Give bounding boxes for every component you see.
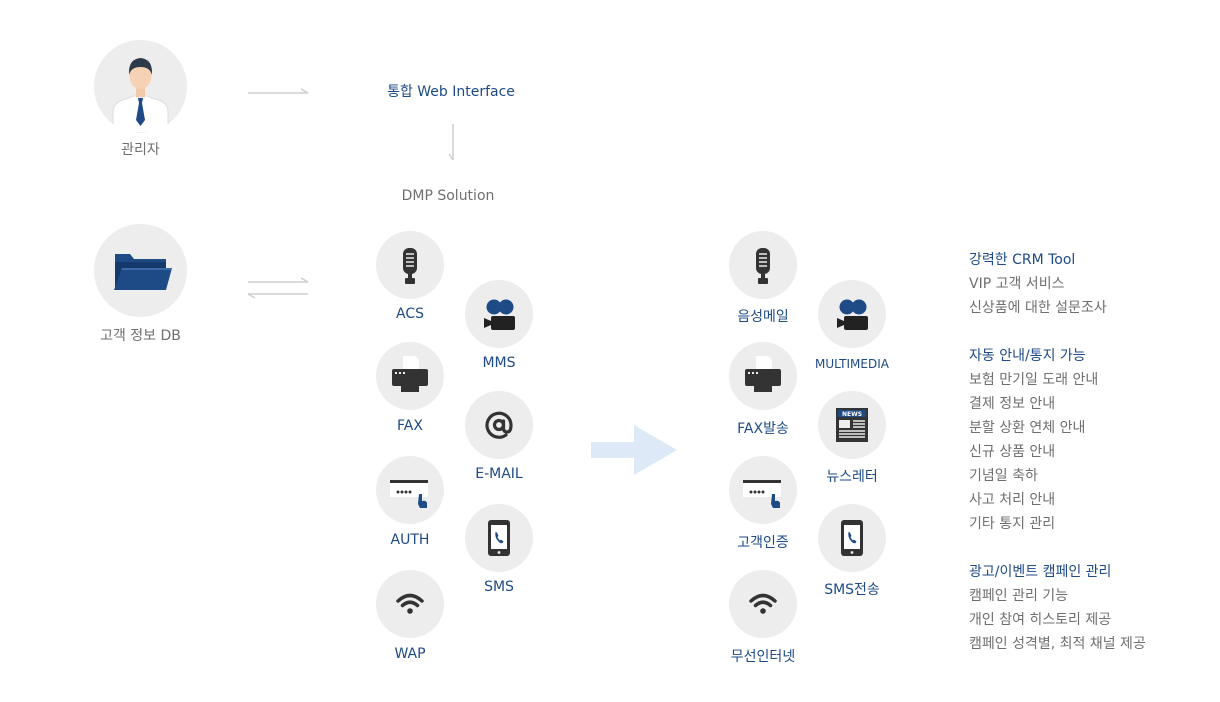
feature-item: 기타 통지 관리 bbox=[969, 516, 1056, 532]
acs-label: ACS bbox=[396, 306, 424, 322]
acs-icon-circle bbox=[376, 231, 444, 299]
fax-label: FAX bbox=[397, 418, 423, 434]
fax-send-icon-circle bbox=[729, 342, 797, 410]
feature-item: 분할 상환 연체 안내 bbox=[969, 420, 1086, 436]
customer-auth-label: 고객인증 bbox=[737, 535, 789, 551]
newspaper-icon: NEWS bbox=[836, 408, 868, 442]
video-camera-icon bbox=[484, 299, 515, 330]
admin-avatar bbox=[94, 40, 187, 133]
multimedia-icon-circle bbox=[818, 280, 886, 348]
sms-icon-circle bbox=[465, 504, 533, 572]
feature-item: 기념일 축하 bbox=[969, 468, 1038, 484]
wifi-icon bbox=[749, 593, 777, 614]
web-interface-title: 통합 Web Interface bbox=[387, 84, 515, 100]
feature-item: 결제 정보 안내 bbox=[969, 396, 1056, 412]
password-icon bbox=[390, 480, 428, 508]
feature-group-title: 광고/이벤트 캠페인 관리 bbox=[969, 564, 1112, 580]
newsletter-icon-circle: NEWS bbox=[818, 391, 886, 459]
mms-label: MMS bbox=[482, 355, 516, 371]
feature-group-notification: 자동 안내/통지 가능 보험 만기일 도래 안내 결제 정보 안내 분할 상환 … bbox=[969, 344, 1209, 536]
microphone-icon bbox=[756, 248, 770, 284]
video-camera-icon bbox=[837, 299, 868, 330]
feature-item: 캠페인 관리 기능 bbox=[969, 588, 1069, 604]
fax-send-label: FAX발송 bbox=[737, 421, 789, 437]
folder-icon bbox=[114, 254, 172, 290]
admin-to-web-arrow-icon bbox=[248, 88, 309, 94]
sms-send-icon-circle bbox=[818, 504, 886, 572]
feature-group-campaign: 광고/이벤트 캠페인 관리 캠페인 관리 기능 개인 참여 히스토리 제공 캠페… bbox=[969, 560, 1209, 656]
fax-icon bbox=[392, 356, 428, 392]
auth-label: AUTH bbox=[390, 532, 430, 548]
sms-label: SMS bbox=[484, 579, 514, 595]
customer-db-icon-circle bbox=[94, 224, 187, 317]
email-icon-circle bbox=[465, 391, 533, 459]
voicemail-label: 음성메일 bbox=[737, 309, 789, 325]
admin-label: 관리자 bbox=[121, 142, 160, 158]
wireless-internet-icon-circle bbox=[729, 570, 797, 638]
bidirectional-arrow-icon bbox=[247, 277, 309, 299]
feature-item: 사고 처리 안내 bbox=[969, 492, 1056, 508]
feature-group-title: 자동 안내/통지 가능 bbox=[969, 348, 1086, 364]
feature-item: VIP 고객 서비스 bbox=[969, 276, 1065, 292]
multimedia-label: MULTIMEDIA bbox=[815, 357, 889, 371]
microphone-icon bbox=[403, 248, 417, 284]
newsletter-label: 뉴스레터 bbox=[826, 469, 878, 485]
big-right-arrow-icon bbox=[591, 425, 677, 475]
newspaper-badge-text: NEWS bbox=[842, 411, 862, 418]
feature-group-crm: 강력한 CRM Tool VIP 고객 서비스 신상품에 대한 설문조사 bbox=[969, 248, 1209, 320]
feature-item: 신규 상품 안내 bbox=[969, 444, 1056, 460]
person-icon bbox=[112, 58, 169, 133]
feature-item: 캠페인 성격별, 최적 채널 제공 bbox=[969, 636, 1146, 652]
customer-auth-icon-circle bbox=[729, 456, 797, 524]
mobile-phone-icon bbox=[841, 520, 863, 556]
fax-icon bbox=[745, 356, 781, 392]
password-icon bbox=[743, 480, 781, 508]
mobile-phone-icon bbox=[488, 520, 510, 556]
dmp-solution-title: DMP Solution bbox=[401, 188, 495, 204]
wireless-internet-label: 무선인터넷 bbox=[730, 649, 796, 665]
feature-list: 강력한 CRM Tool VIP 고객 서비스 신상품에 대한 설문조사 자동 … bbox=[969, 248, 1209, 680]
mms-icon-circle bbox=[465, 280, 533, 348]
wap-icon-circle bbox=[376, 570, 444, 638]
fax-icon-circle bbox=[376, 342, 444, 410]
email-label: E-MAIL bbox=[475, 466, 523, 482]
customer-db-label: 고객 정보 DB bbox=[100, 328, 181, 344]
feature-group-title: 강력한 CRM Tool bbox=[969, 252, 1076, 268]
wap-label: WAP bbox=[394, 646, 426, 662]
wifi-icon bbox=[396, 593, 424, 614]
feature-item: 신상품에 대한 설문조사 bbox=[969, 300, 1107, 316]
auth-icon-circle bbox=[376, 456, 444, 524]
voicemail-icon-circle bbox=[729, 231, 797, 299]
feature-item: 개인 참여 히스토리 제공 bbox=[969, 612, 1112, 628]
sms-send-label: SMS전송 bbox=[824, 582, 880, 598]
feature-item: 보험 만기일 도래 안내 bbox=[969, 372, 1099, 388]
at-icon bbox=[485, 411, 513, 439]
down-arrow-icon bbox=[448, 124, 454, 161]
